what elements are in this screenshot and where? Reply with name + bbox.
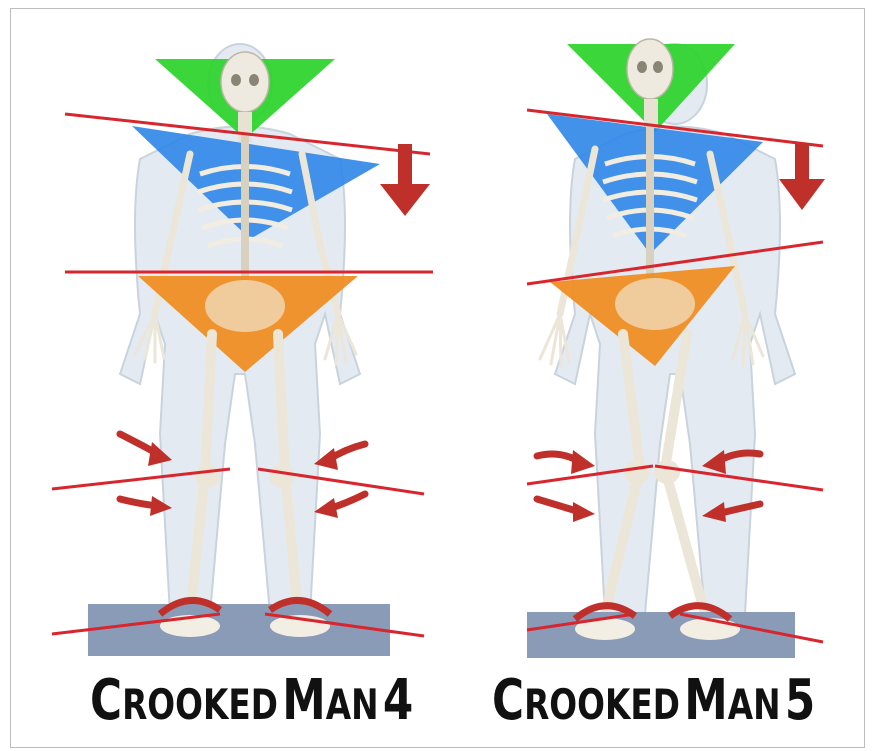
caption-word-1-rest: ROOKED [122, 680, 278, 729]
right-knee [654, 460, 680, 484]
caption-word-1-rest: ROOKED [524, 680, 680, 729]
skeleton-diagram-5 [505, 14, 873, 664]
pelvis-bone [205, 280, 285, 332]
caption-crooked-man-5: CROOKED MAN 5 [492, 668, 815, 738]
left-knee [624, 460, 650, 484]
caption-word-2-rest: AN [326, 680, 379, 729]
figure-crooked-man-4 [40, 14, 440, 664]
skeleton-diagram-4 [40, 14, 440, 664]
caption-number: 4 [383, 668, 413, 733]
knee-arrows [120, 434, 365, 509]
caption-number: 5 [785, 668, 815, 733]
caption-word-1-initial: C [90, 668, 122, 733]
figure-crooked-man-5 [505, 14, 873, 664]
left-knee [195, 464, 221, 488]
right-knee [269, 464, 295, 488]
down-arrow [380, 144, 430, 216]
caption-crooked-man-4: CROOKED MAN 4 [90, 668, 413, 738]
floor-plate [88, 604, 390, 656]
floor-plate [527, 612, 795, 658]
caption-word-1-initial: C [492, 668, 524, 733]
caption-word-2-rest: AN [728, 680, 781, 729]
pelvis-bone [615, 278, 695, 330]
down-arrow [779, 144, 825, 210]
caption-word-2-initial: M [684, 668, 727, 733]
caption-word-2-initial: M [282, 668, 325, 733]
